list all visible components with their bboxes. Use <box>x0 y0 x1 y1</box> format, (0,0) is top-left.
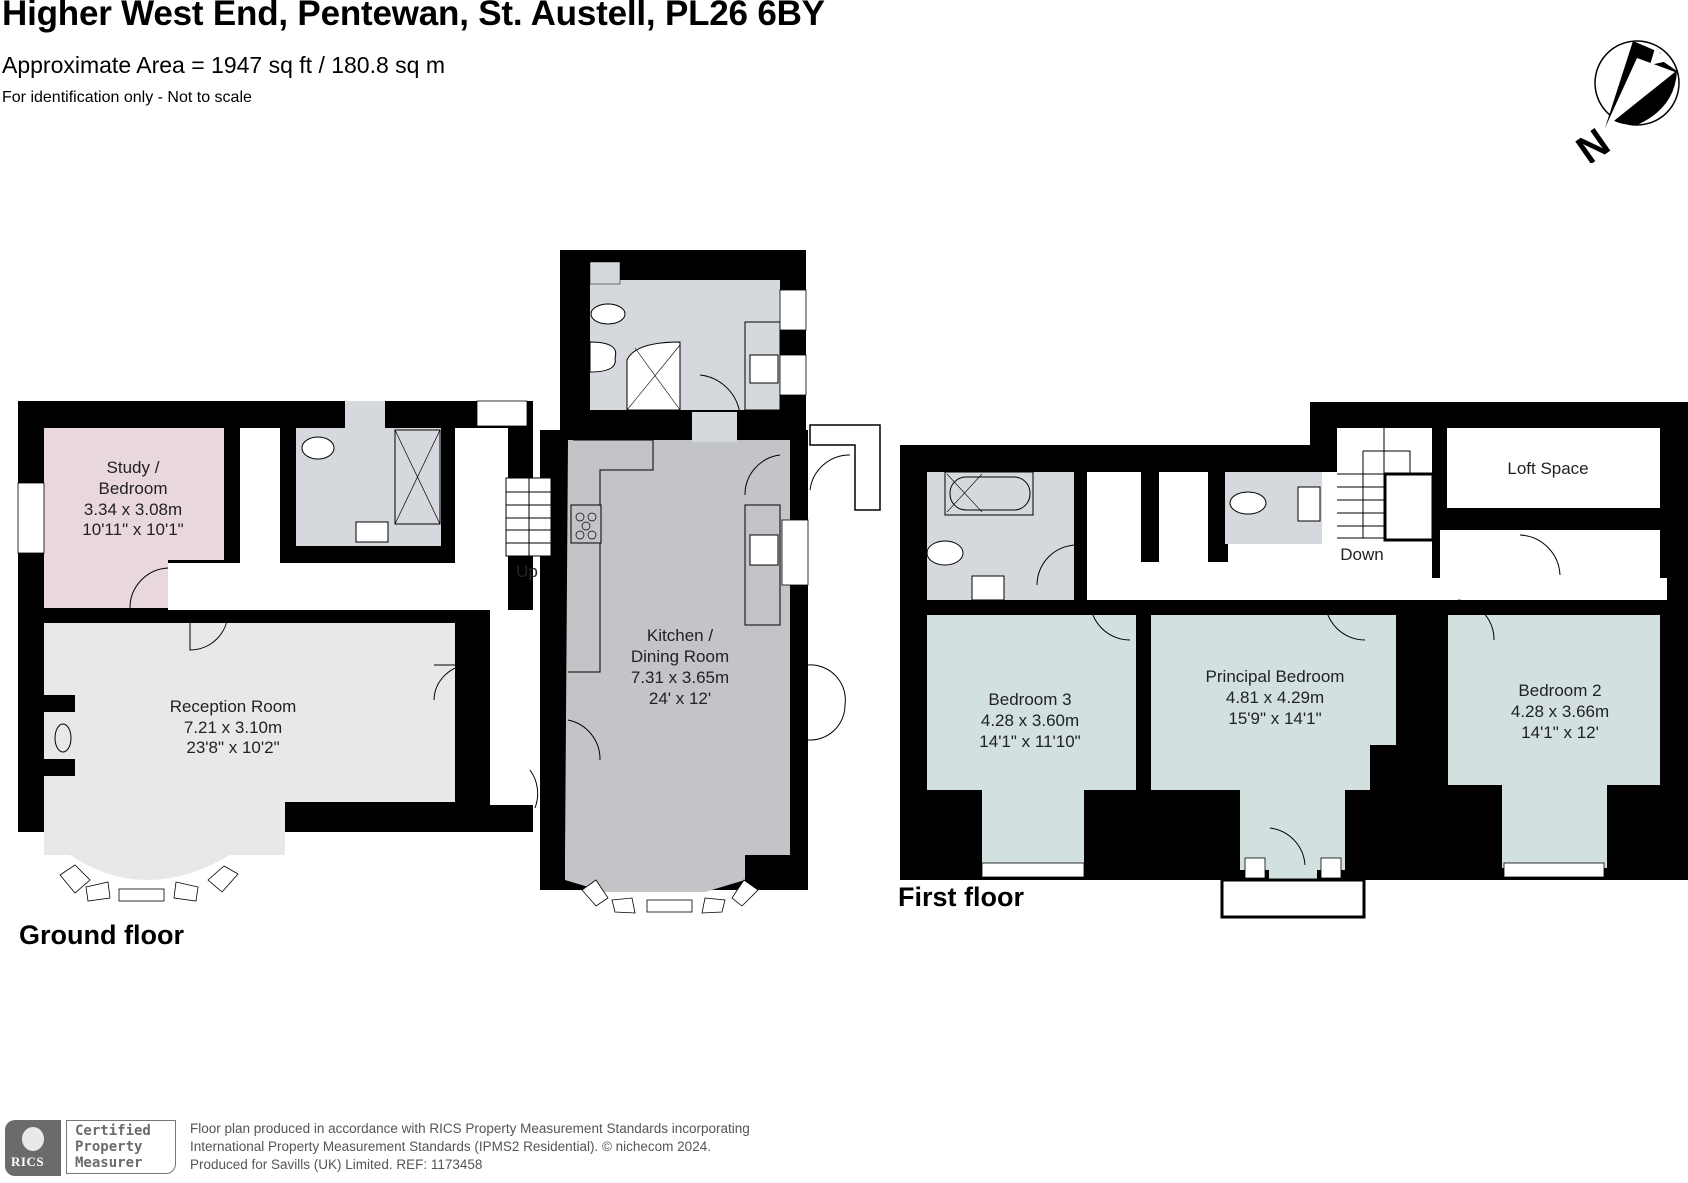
bedroom-2-metric: 4.28 x 3.66m <box>1511 702 1609 721</box>
ground-floor-label: Ground floor <box>19 920 184 950</box>
study-bedroom-imperial: 10'11" x 10'1" <box>82 520 183 539</box>
bedroom-3-metric: 4.28 x 3.60m <box>981 711 1079 730</box>
disclaimer-note: For identification only - Not to scale <box>2 89 252 106</box>
kitchen-metric: 7.31 x 3.65m <box>631 668 729 687</box>
footer-line-1: Floor plan produced in accordance with R… <box>190 1121 750 1136</box>
bedroom-3-imperial: 14'1" x 11'10" <box>979 732 1080 751</box>
reception-room-imperial: 23'8" x 10'2" <box>186 738 279 757</box>
principal-bedroom-name: Principal Bedroom <box>1206 667 1345 686</box>
certified-measurer-badge: Certified Property Measurer <box>66 1120 176 1174</box>
page-title: Higher West End, Pentewan, St. Austell, … <box>2 0 825 33</box>
principal-bedroom-metric: 4.81 x 4.29m <box>1226 688 1324 707</box>
footer: RICS Certified Property Measurer Floor p… <box>0 1118 900 1178</box>
study-bedroom-name: Study / <box>107 458 160 477</box>
footer-credits: Floor plan produced in accordance with R… <box>190 1120 750 1174</box>
footer-line-2: International Property Measurement Stand… <box>190 1139 711 1154</box>
north-arrow-icon: N <box>1575 40 1680 163</box>
footer-line-3: Produced for Savills (UK) Limited. REF: … <box>190 1157 483 1172</box>
approximate-area: Approximate Area = 1947 sq ft / 180.8 sq… <box>2 52 446 78</box>
reception-room-metric: 7.21 x 3.10m <box>184 718 282 737</box>
rics-logo: RICS <box>5 1120 61 1176</box>
reception-room-name: Reception Room <box>170 697 297 716</box>
kitchen-name: Kitchen / <box>647 626 713 645</box>
bedroom-3-name: Bedroom 3 <box>988 690 1071 709</box>
stairs-down-label: Down <box>1340 545 1383 564</box>
principal-bedroom-imperial: 15'9" x 14'1" <box>1228 709 1321 728</box>
ground-floor-plan: Up <box>17 250 881 914</box>
study-bedroom-metric: 3.34 x 3.08m <box>84 500 182 519</box>
lion-icon <box>22 1127 44 1151</box>
first-floor-plan: Down Loft Space Bedroom 3 4.28 x 3.60m 1… <box>900 402 1688 919</box>
study-bedroom-name2: Bedroom <box>99 479 168 498</box>
first-floor-label: First floor <box>898 882 1024 912</box>
stairs-up-label: Up <box>516 562 538 581</box>
loft-space-name: Loft Space <box>1507 459 1588 478</box>
bedroom-2-imperial: 14'1" x 12' <box>1521 723 1599 742</box>
kitchen-imperial: 24' x 12' <box>649 689 711 708</box>
bedroom-2-name: Bedroom 2 <box>1518 681 1601 700</box>
kitchen-name2: Dining Room <box>631 647 729 666</box>
